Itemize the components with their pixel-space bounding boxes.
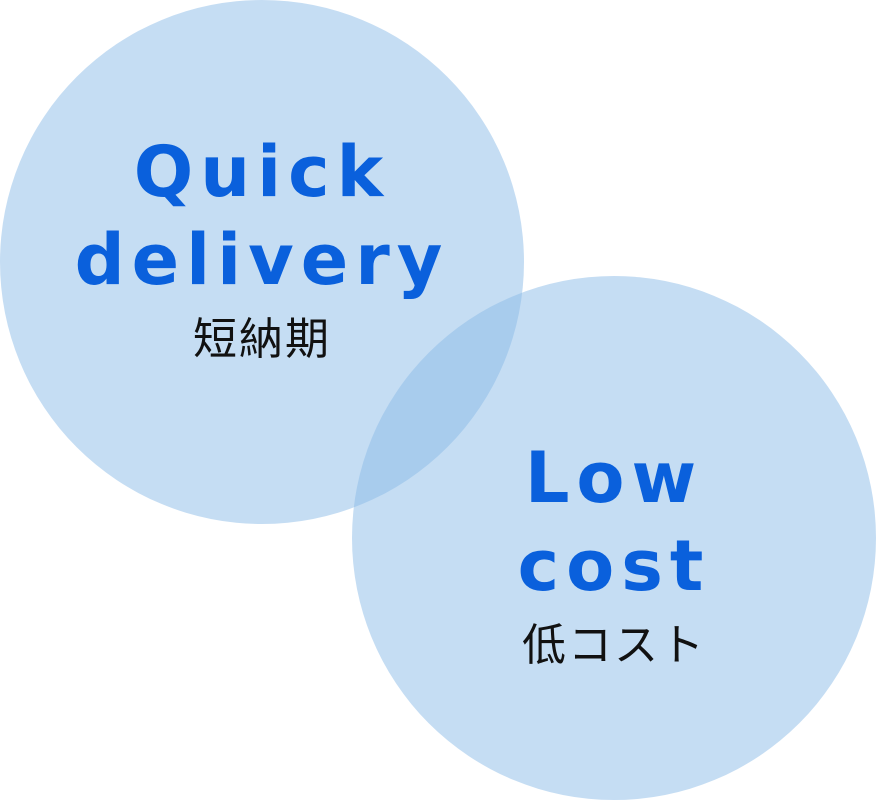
quick-delivery-title-line2: delivery [74, 219, 450, 301]
low-cost-title-line1: Low [524, 437, 704, 519]
quick-delivery-title-line1: Quick [133, 131, 391, 213]
quick-delivery-subtitle: 短納期 [193, 314, 331, 365]
low-cost-label: Low cost 低コスト [352, 434, 876, 676]
low-cost-title-line2: cost [517, 525, 711, 607]
low-cost-subtitle: 低コスト [522, 620, 706, 671]
low-cost-circle [352, 276, 876, 800]
quick-delivery-label: Quick delivery 短納期 [0, 128, 524, 370]
